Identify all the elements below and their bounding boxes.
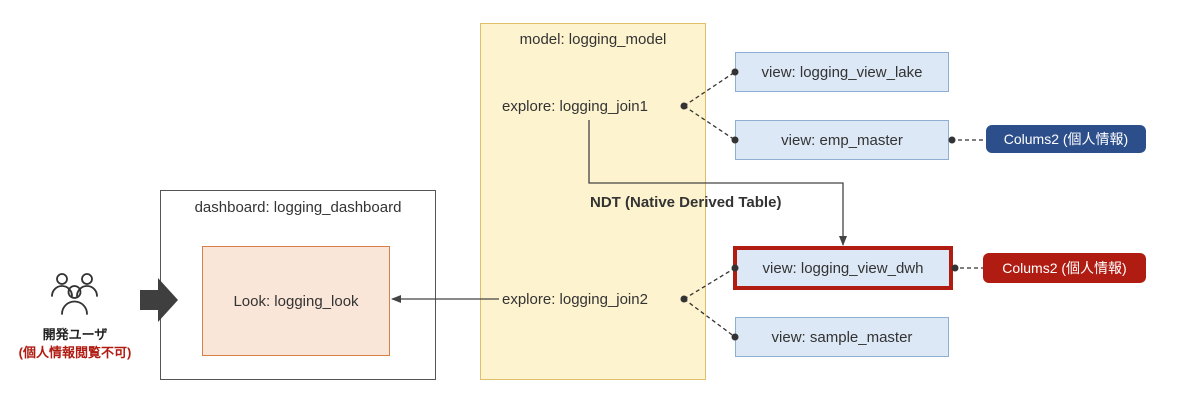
explore-logging-join2: explore: logging_join2 bbox=[502, 291, 648, 308]
model-box bbox=[480, 23, 706, 380]
dashboard-title: dashboard: logging_dashboard bbox=[194, 199, 402, 216]
view-sample-master: view: sample_master bbox=[735, 317, 949, 357]
columns-pii-dwh: Colums2 (個人情報) bbox=[983, 253, 1146, 283]
user-note: (個人情報閲覧不可) bbox=[18, 345, 132, 360]
view-logging-view-lake: view: logging_view_lake bbox=[735, 52, 949, 92]
link-join1-lake bbox=[683, 71, 736, 107]
link-join2-sample bbox=[683, 298, 736, 338]
user-access-arrow-icon bbox=[140, 278, 178, 322]
link-join1-emp bbox=[683, 105, 736, 141]
columns-pii-emp: Colums2 (個人情報) bbox=[986, 125, 1146, 153]
dot-emp-right bbox=[948, 136, 956, 144]
dot-join2 bbox=[680, 295, 688, 303]
dot-dwh-left bbox=[731, 264, 739, 272]
ndt-label: NDT (Native Derived Table) bbox=[590, 194, 782, 211]
look-box: Look: logging_look bbox=[202, 246, 390, 356]
dot-join1 bbox=[680, 102, 688, 110]
view-emp-master: view: emp_master bbox=[735, 120, 949, 160]
dot-emp-left bbox=[731, 136, 739, 144]
dot-sample bbox=[731, 333, 739, 341]
dot-dwh-right bbox=[951, 264, 959, 272]
link-join2-dwh bbox=[683, 267, 736, 300]
dot-lake bbox=[731, 68, 739, 76]
user-name: 開発ユーザ bbox=[42, 327, 108, 342]
users-icon bbox=[51, 273, 98, 315]
view-logging-view-dwh: view: logging_view_dwh bbox=[733, 246, 953, 290]
explore-logging-join1: explore: logging_join1 bbox=[502, 98, 648, 115]
ndt-arrow bbox=[588, 120, 847, 246]
model-title: model: logging_model bbox=[519, 31, 667, 48]
